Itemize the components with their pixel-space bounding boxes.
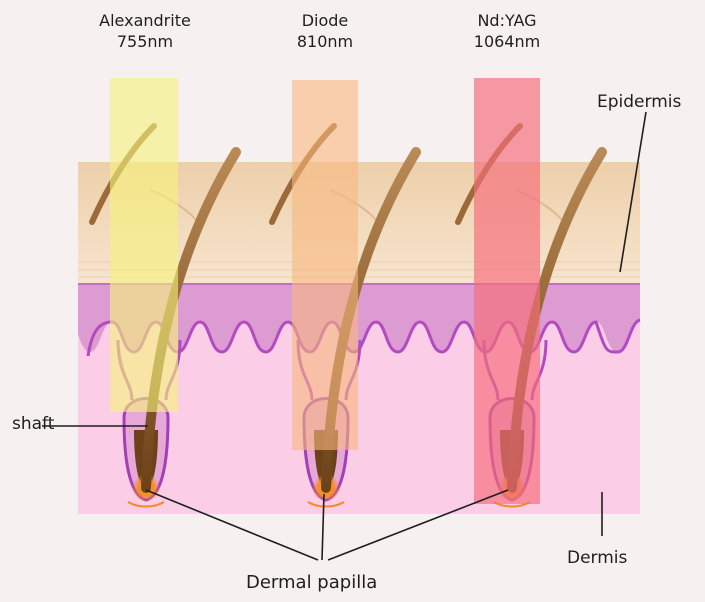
laser-beam-diode <box>292 80 358 450</box>
laser-name: Diode <box>250 10 400 31</box>
dermis-label: Dermis <box>567 548 627 569</box>
laser-label-diode: Diode 810nm <box>250 10 400 52</box>
laser-label-alexandrite: Alexandrite 755nm <box>70 10 220 52</box>
epidermis-label: Epidermis <box>597 92 681 113</box>
laser-beam-ndyag <box>474 78 540 504</box>
laser-label-ndyag: Nd:YAG 1064nm <box>432 10 582 52</box>
dermal-papilla-label: Dermal papilla <box>246 572 377 593</box>
laser-wavelength: 1064nm <box>432 31 582 52</box>
shaft-label: shaft <box>12 414 54 435</box>
laser-name: Alexandrite <box>70 10 220 31</box>
laser-beam-alexandrite <box>110 78 178 412</box>
laser-wavelength: 810nm <box>250 31 400 52</box>
laser-wavelength: 755nm <box>70 31 220 52</box>
laser-name: Nd:YAG <box>432 10 582 31</box>
